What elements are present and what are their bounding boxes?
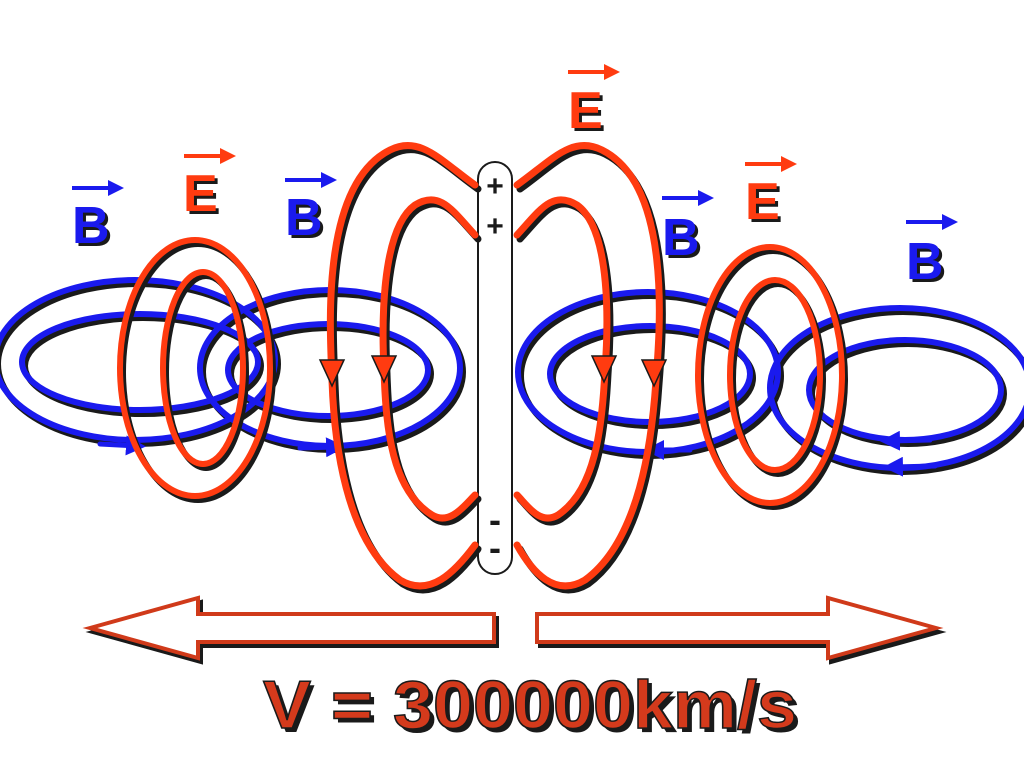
svg-text:B: B — [72, 197, 110, 255]
b-loop-far-left-inner — [19, 311, 261, 413]
svg-text:B: B — [906, 233, 944, 291]
svg-text:B: B — [665, 212, 703, 270]
e-vector-labels: E E E E E E — [183, 64, 797, 234]
b-label-right: B B — [662, 190, 714, 270]
svg-text:B: B — [288, 192, 326, 250]
svg-text:B: B — [662, 209, 700, 267]
svg-text:E: E — [571, 85, 606, 143]
svg-text:B: B — [285, 189, 323, 247]
e-label-top: E E — [568, 64, 620, 143]
left-propagation-arrow — [82, 595, 496, 661]
electric-field-loops — [117, 142, 848, 594]
b-label-far-right: B B — [906, 214, 958, 294]
b-vector-labels: B B B B B B B B — [72, 172, 958, 294]
charge-minus-top: - — [489, 499, 501, 540]
svg-text:B: B — [75, 200, 113, 258]
e-loop-right-outer — [695, 244, 845, 506]
svg-text:E: E — [745, 173, 780, 231]
charge-plus-bottom: + — [486, 210, 504, 243]
velocity-text: V = 300000km/s — [263, 667, 797, 743]
svg-text:E: E — [748, 176, 783, 234]
charge-plus-top: + — [486, 170, 504, 203]
e-label-right: E E — [745, 156, 797, 234]
svg-text:E: E — [568, 82, 603, 140]
b-label-far-left: B B — [72, 180, 124, 258]
e-loop-left-outer — [117, 237, 273, 499]
charge-minus-bottom: - — [489, 527, 501, 568]
propagation-arrows — [82, 595, 947, 665]
e-label-left: E E — [183, 148, 236, 226]
b-label-left: B B — [285, 172, 337, 250]
e-loop-left-inner — [160, 269, 246, 467]
e-loop-right-inner — [727, 277, 823, 473]
velocity-label: V = 300000km/s V = 300000km/s — [262, 666, 801, 747]
svg-text:V = 300000km/s: V = 300000km/s — [267, 671, 801, 747]
svg-text:E: E — [183, 165, 218, 223]
right-propagation-arrow — [535, 595, 944, 661]
svg-text:E: E — [186, 168, 221, 226]
antenna-charges: + + - - — [486, 170, 504, 568]
svg-text:B: B — [909, 236, 947, 294]
antenna-rod — [477, 161, 513, 575]
